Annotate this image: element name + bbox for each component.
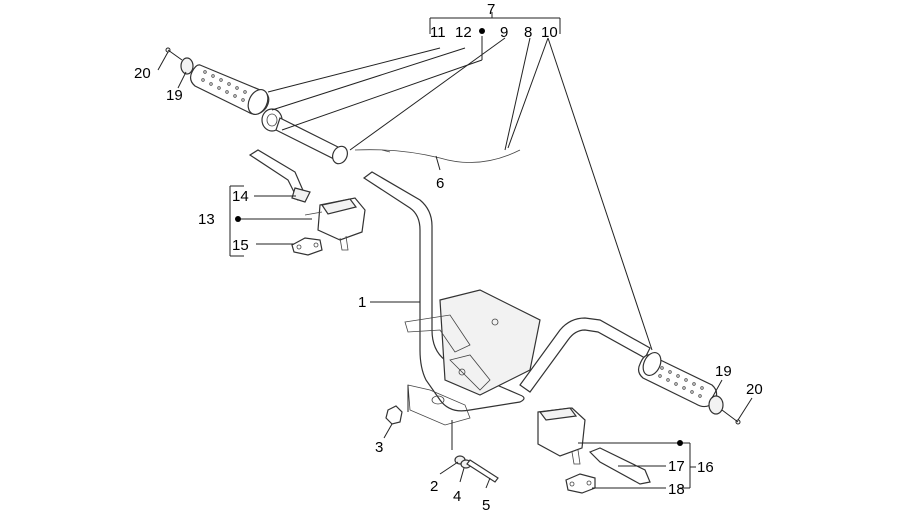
callout-dots — [235, 28, 683, 446]
left-brake-lever — [248, 149, 311, 203]
handlebar-tube — [362, 171, 651, 412]
callout-11: 11 — [430, 24, 446, 41]
right-grip-assembly — [637, 352, 718, 408]
callout-labels: 7 11 12 9 8 10 20 19 6 14 13 15 1 3 2 4 … — [134, 1, 763, 514]
callout-19-right: 19 — [715, 363, 732, 380]
callout-9: 9 — [500, 24, 508, 41]
throttle-cable — [354, 149, 521, 163]
left-clamp — [291, 237, 323, 256]
callout-13: 13 — [198, 211, 215, 228]
callout-1: 1 — [358, 294, 366, 311]
callout-18: 18 — [668, 481, 685, 498]
callout-6: 6 — [436, 175, 444, 192]
callout-14: 14 — [232, 188, 249, 205]
left-bar-end — [165, 47, 194, 75]
callout-10: 10 — [541, 24, 558, 41]
right-bar-end — [708, 395, 741, 425]
left-master-cylinder — [304, 197, 366, 251]
callout-20-left: 20 — [134, 65, 151, 82]
group-7-bracket — [429, 12, 561, 34]
right-master-cylinder — [537, 407, 586, 465]
mounting-hardware — [385, 405, 499, 483]
right-clamp — [565, 473, 596, 494]
callout-12: 12 — [455, 24, 472, 41]
callout-4: 4 — [453, 488, 461, 505]
group-13-bracket — [229, 185, 244, 257]
callout-5: 5 — [482, 497, 490, 514]
callout-7: 7 — [487, 1, 495, 18]
callout-19-left: 19 — [166, 87, 183, 104]
callout-17: 17 — [668, 458, 685, 475]
callout-2: 2 — [430, 478, 438, 495]
callout-15: 15 — [232, 237, 249, 254]
callout-3: 3 — [375, 439, 383, 456]
leader-lines — [157, 36, 753, 489]
callout-8: 8 — [524, 24, 532, 41]
callout-20-right: 20 — [746, 381, 763, 398]
callout-16: 16 — [697, 459, 714, 476]
left-grip-assembly — [189, 64, 348, 165]
lower-bracket-plate — [407, 384, 471, 426]
